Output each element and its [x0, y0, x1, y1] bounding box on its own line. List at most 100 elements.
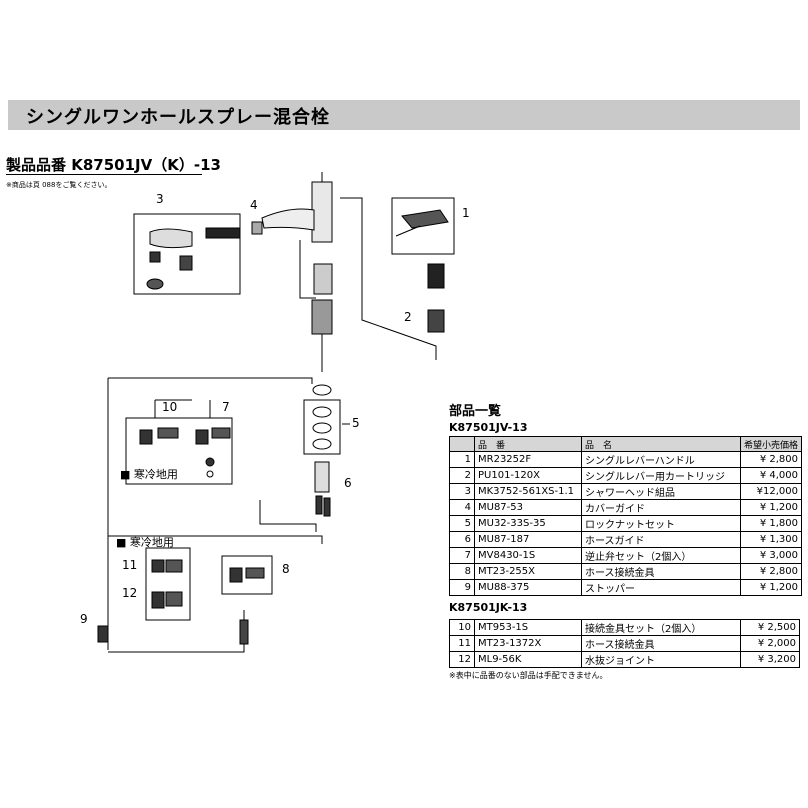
col-name: 品 名 [581, 436, 741, 452]
part-code-cell: MU87-187 [474, 531, 582, 548]
part-number-cell: 12 [449, 651, 475, 668]
part-price-cell: ¥ 4,000 [739, 467, 803, 484]
table-header-row: 品 番 品 名 希望小売価格 [449, 436, 803, 452]
part-name-cell: ストッパー [581, 579, 741, 596]
hose-guide [314, 461, 330, 493]
callout-12: 12 [122, 586, 138, 600]
callout-4: 4 [250, 198, 258, 212]
title-banner: シングルワンホールスプレー混合栓 [8, 100, 800, 130]
parts-footnote: ※表中に品番のない部品は手配できません。 [449, 671, 608, 680]
part-name-cell: カバーガイド [581, 499, 741, 516]
part-number-cell: 8 [449, 563, 475, 580]
part-number-cell: 5 [449, 515, 475, 532]
callout-2: 2 [404, 310, 412, 324]
callout-6: 6 [344, 476, 352, 490]
part-name-cell: 水抜ジョイント [581, 651, 741, 668]
faucet-body [311, 181, 333, 243]
part-code-cell: PU101-120X [474, 467, 582, 484]
part-name-cell: ホースガイド [581, 531, 741, 548]
part-price-cell: ¥ 1,200 [739, 499, 803, 516]
threaded-shank [313, 263, 333, 295]
part-price-cell: ¥ 2,500 [740, 619, 800, 636]
part-price-cell: ¥ 1,300 [739, 531, 803, 548]
part-name-cell: シングルレバーハンドル [581, 451, 741, 468]
faucet-spout [261, 208, 315, 231]
part-number-cell: 3 [449, 483, 475, 500]
stopper [97, 625, 109, 643]
part-number-cell: 4 [449, 499, 475, 516]
cartridge-top [427, 263, 445, 289]
part-name-cell: シャワーヘッド組品 [581, 483, 741, 500]
locknut-box [303, 399, 341, 455]
hose-fitting-box [221, 555, 273, 595]
part-code-cell: MT23-1372X [474, 635, 582, 652]
part-code-cell: MV8430-1S [474, 547, 582, 564]
part-price-cell: ¥ 2,000 [740, 635, 800, 652]
callout-10: 10 [162, 400, 178, 414]
part-price-cell: ¥ 2,800 [739, 563, 803, 580]
showerhead-box [133, 213, 241, 295]
callout-9: 9 [80, 612, 88, 626]
col-no [449, 436, 475, 452]
cartridge [427, 309, 445, 333]
col-code: 品 番 [474, 436, 582, 452]
part-number-cell: 2 [449, 467, 475, 484]
cold-region-box-bottom [145, 547, 191, 621]
part-code-cell: MR23252F [474, 451, 582, 468]
group1-model: K87501JV-13 [449, 421, 528, 434]
part-price-cell: ¥ 3,200 [740, 651, 800, 668]
cold-region-box-top [125, 417, 233, 485]
part-number-cell: 9 [449, 579, 475, 596]
part-name-cell: 逆止弁セット（2個入） [581, 547, 741, 564]
callout-5: 5 [352, 416, 360, 430]
group2-model: K87501JK-13 [449, 601, 528, 614]
part-name-cell: ロックナットセット [581, 515, 741, 532]
part-number-cell: 7 [449, 547, 475, 564]
part-code-cell: MU32-33S-35 [474, 515, 582, 532]
callout-3: 3 [156, 192, 164, 206]
part-name-cell: 接続金具セット（2個入） [581, 619, 741, 636]
part-number-cell: 1 [449, 451, 475, 468]
model-underline [6, 174, 202, 175]
part-name-cell: ホース接続金具 [581, 563, 741, 580]
part-price-cell: ¥12,000 [739, 483, 803, 500]
part-price-cell: ¥ 1,800 [739, 515, 803, 532]
part-price-cell: ¥ 3,000 [739, 547, 803, 564]
callout-11: 11 [122, 558, 138, 572]
col-price: 希望小売価格 [739, 436, 803, 452]
parts-list-title: 部品一覧 [449, 404, 502, 419]
cold-region-label-top: ■ 寒冷地用 [120, 468, 178, 481]
part-code-cell: MK3752-561XS-1.1 [474, 483, 582, 500]
callout-8: 8 [282, 562, 290, 576]
page-title: シングルワンホールスプレー混合栓 [26, 107, 330, 128]
callout-1: 1 [462, 206, 470, 220]
part-name-cell: ホース接続金具 [581, 635, 741, 652]
part-code-cell: MU87-53 [474, 499, 582, 516]
cold-region-label-bottom: ■ 寒冷地用 [116, 536, 174, 549]
part-code-cell: MU88-375 [474, 579, 582, 596]
part-name-cell: シングルレバー用カートリッジ [581, 467, 741, 484]
catalog-note: ※商品は頁 088をご覧ください。 [6, 181, 112, 189]
part-code-cell: MT953-1S [474, 619, 582, 636]
part-number-cell: 6 [449, 531, 475, 548]
part-number-cell: 10 [449, 619, 475, 636]
part-code-cell: MT23-255X [474, 563, 582, 580]
part-number-cell: 11 [449, 635, 475, 652]
product-model-label: 製品品番 K87501JV（K）-13 [6, 156, 221, 174]
